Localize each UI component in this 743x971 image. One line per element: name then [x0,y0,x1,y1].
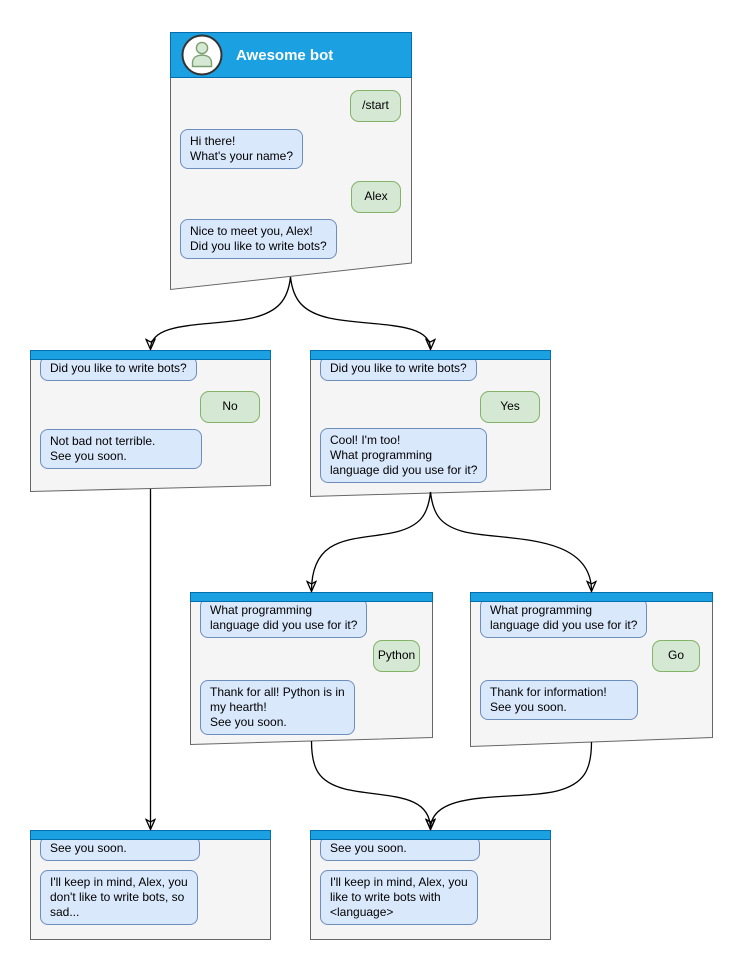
message-bubble-user: Yes [480,391,540,423]
message-bubble-user: Alex [351,181,401,213]
chat-titlebar: Awesome bot [170,32,412,78]
message-bubble-bot: See you soon. [320,836,480,861]
chat-window-branch-go: What programming language did you use fo… [470,592,713,748]
chat-window-end-yes: See you soon. I'll keep in mind, Alex, y… [310,830,551,940]
arrow-go-to-end [431,741,593,829]
message-bubble-bot: Thank for all! Python is in my hearth! S… [200,680,355,735]
message-bubble-bot: I'll keep in mind, Alex, you don't like … [40,870,198,925]
message-bubble-bot: Thank for information! See you soon. [480,680,638,720]
window-topbar [190,592,433,602]
arrow-yes-to-python [312,491,432,591]
window-topbar [470,592,713,602]
message-bubble-user: No [200,391,260,423]
message-bubble-bot: What programming language did you use fo… [200,598,368,638]
message-bubble-bot: Cool! I'm too! What programming language… [320,428,488,483]
message-bubble-user: /start [350,90,401,122]
chat-window-end-no: See you soon. I'll keep in mind, Alex, y… [30,830,271,940]
message-bubble-bot: See you soon. [40,836,200,861]
message-bubble-bot: Not bad not terrible. See you soon. [40,429,202,469]
avatar [181,34,223,76]
arrow-python-to-end [310,740,431,829]
message-bubble-user: Go [652,640,700,672]
message-bubble-user: Python [373,640,420,672]
chat-window-branch-no: Did you like to write bots? No Not bad n… [30,350,271,493]
window-topbar [30,350,271,360]
message-bubble-bot: What programming language did you use fo… [480,598,648,638]
message-bubble-bot: I'll keep in mind, Alex, you like to wri… [320,870,478,925]
arrow-yes-to-go [429,491,592,591]
message-bubble-bot: Did you like to write bots? [40,356,197,381]
message-bubble-bot: Nice to meet you, Alex! Did you like to … [180,219,337,259]
window-topbar [30,830,271,840]
bot-title: Awesome bot [236,46,334,64]
message-bubble-bot: Hi there! What's your name? [180,129,304,169]
chat-window-branch-yes: Did you like to write bots? Yes Cool! I'… [310,350,551,498]
message-bubble-bot: Did you like to write bots? [320,356,477,381]
chat-window-branch-python: What programming language did you use fo… [190,592,433,746]
person-icon [195,41,209,55]
window-topbar [310,830,551,840]
window-topbar [310,350,551,360]
chat-window-start: Awesome bot /start Hi there! What's your… [170,32,412,291]
